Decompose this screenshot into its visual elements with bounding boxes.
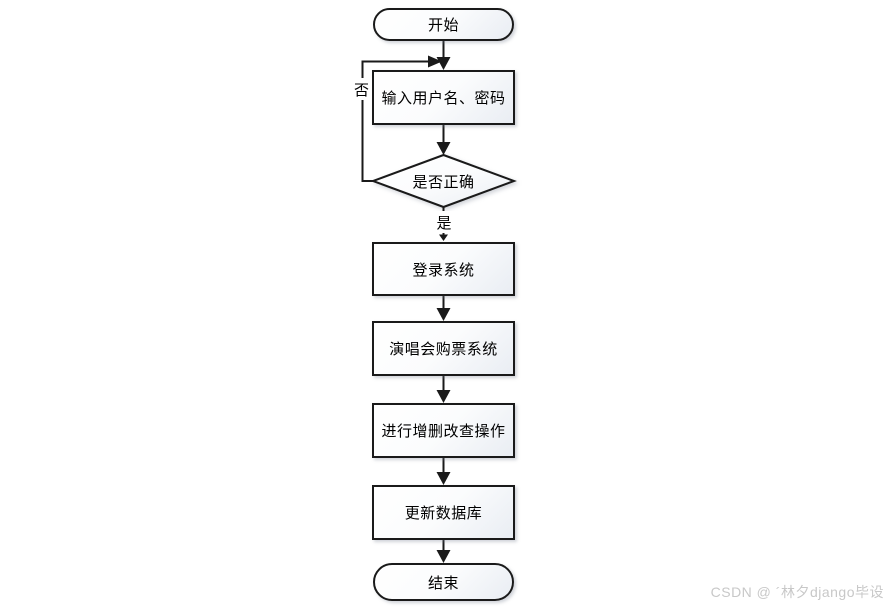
node-ticket-system: 演唱会购票系统	[372, 321, 515, 376]
arrowhead-down-icon	[436, 308, 451, 321]
node-input-credentials: 输入用户名、密码	[372, 70, 515, 125]
node-start: 开始	[373, 8, 514, 41]
node-crud-operations: 进行增删改查操作	[372, 403, 515, 458]
arrowhead-down-icon	[436, 390, 451, 403]
branch-label-yes-text: 是	[436, 214, 452, 232]
arrowhead-down-icon	[436, 57, 451, 70]
branch-label-yes: 是	[433, 211, 455, 233]
node-decision-label-wrap: 是否正确	[372, 155, 515, 207]
node-login-system-label: 登录系统	[412, 261, 475, 279]
node-end-label: 结束	[427, 574, 459, 592]
arrowhead-down-icon	[436, 550, 451, 563]
node-start-label: 开始	[427, 17, 459, 34]
node-end: 结束	[373, 563, 514, 601]
arrowhead-down-icon	[436, 472, 451, 485]
arrowhead-down-icon	[436, 142, 451, 155]
branch-label-no: 否	[351, 78, 372, 100]
arrowhead-down-icon	[439, 234, 448, 241]
branch-label-no-text: 否	[353, 81, 369, 99]
connector-no-loop	[361, 60, 434, 182]
csdn-watermark: CSDN @ ´林夕django毕设	[710, 584, 884, 600]
node-crud-operations-label: 进行增删改查操作	[381, 423, 506, 440]
node-input-credentials-label: 输入用户名、密码	[381, 90, 506, 107]
node-decision-label: 是否正确	[412, 173, 475, 191]
node-ticket-system-label: 演唱会购票系统	[389, 341, 498, 358]
arrowhead-right-icon	[428, 55, 442, 68]
node-update-database: 更新数据库	[372, 485, 515, 540]
node-update-database-label: 更新数据库	[404, 505, 483, 522]
node-login-system: 登录系统	[372, 242, 515, 296]
